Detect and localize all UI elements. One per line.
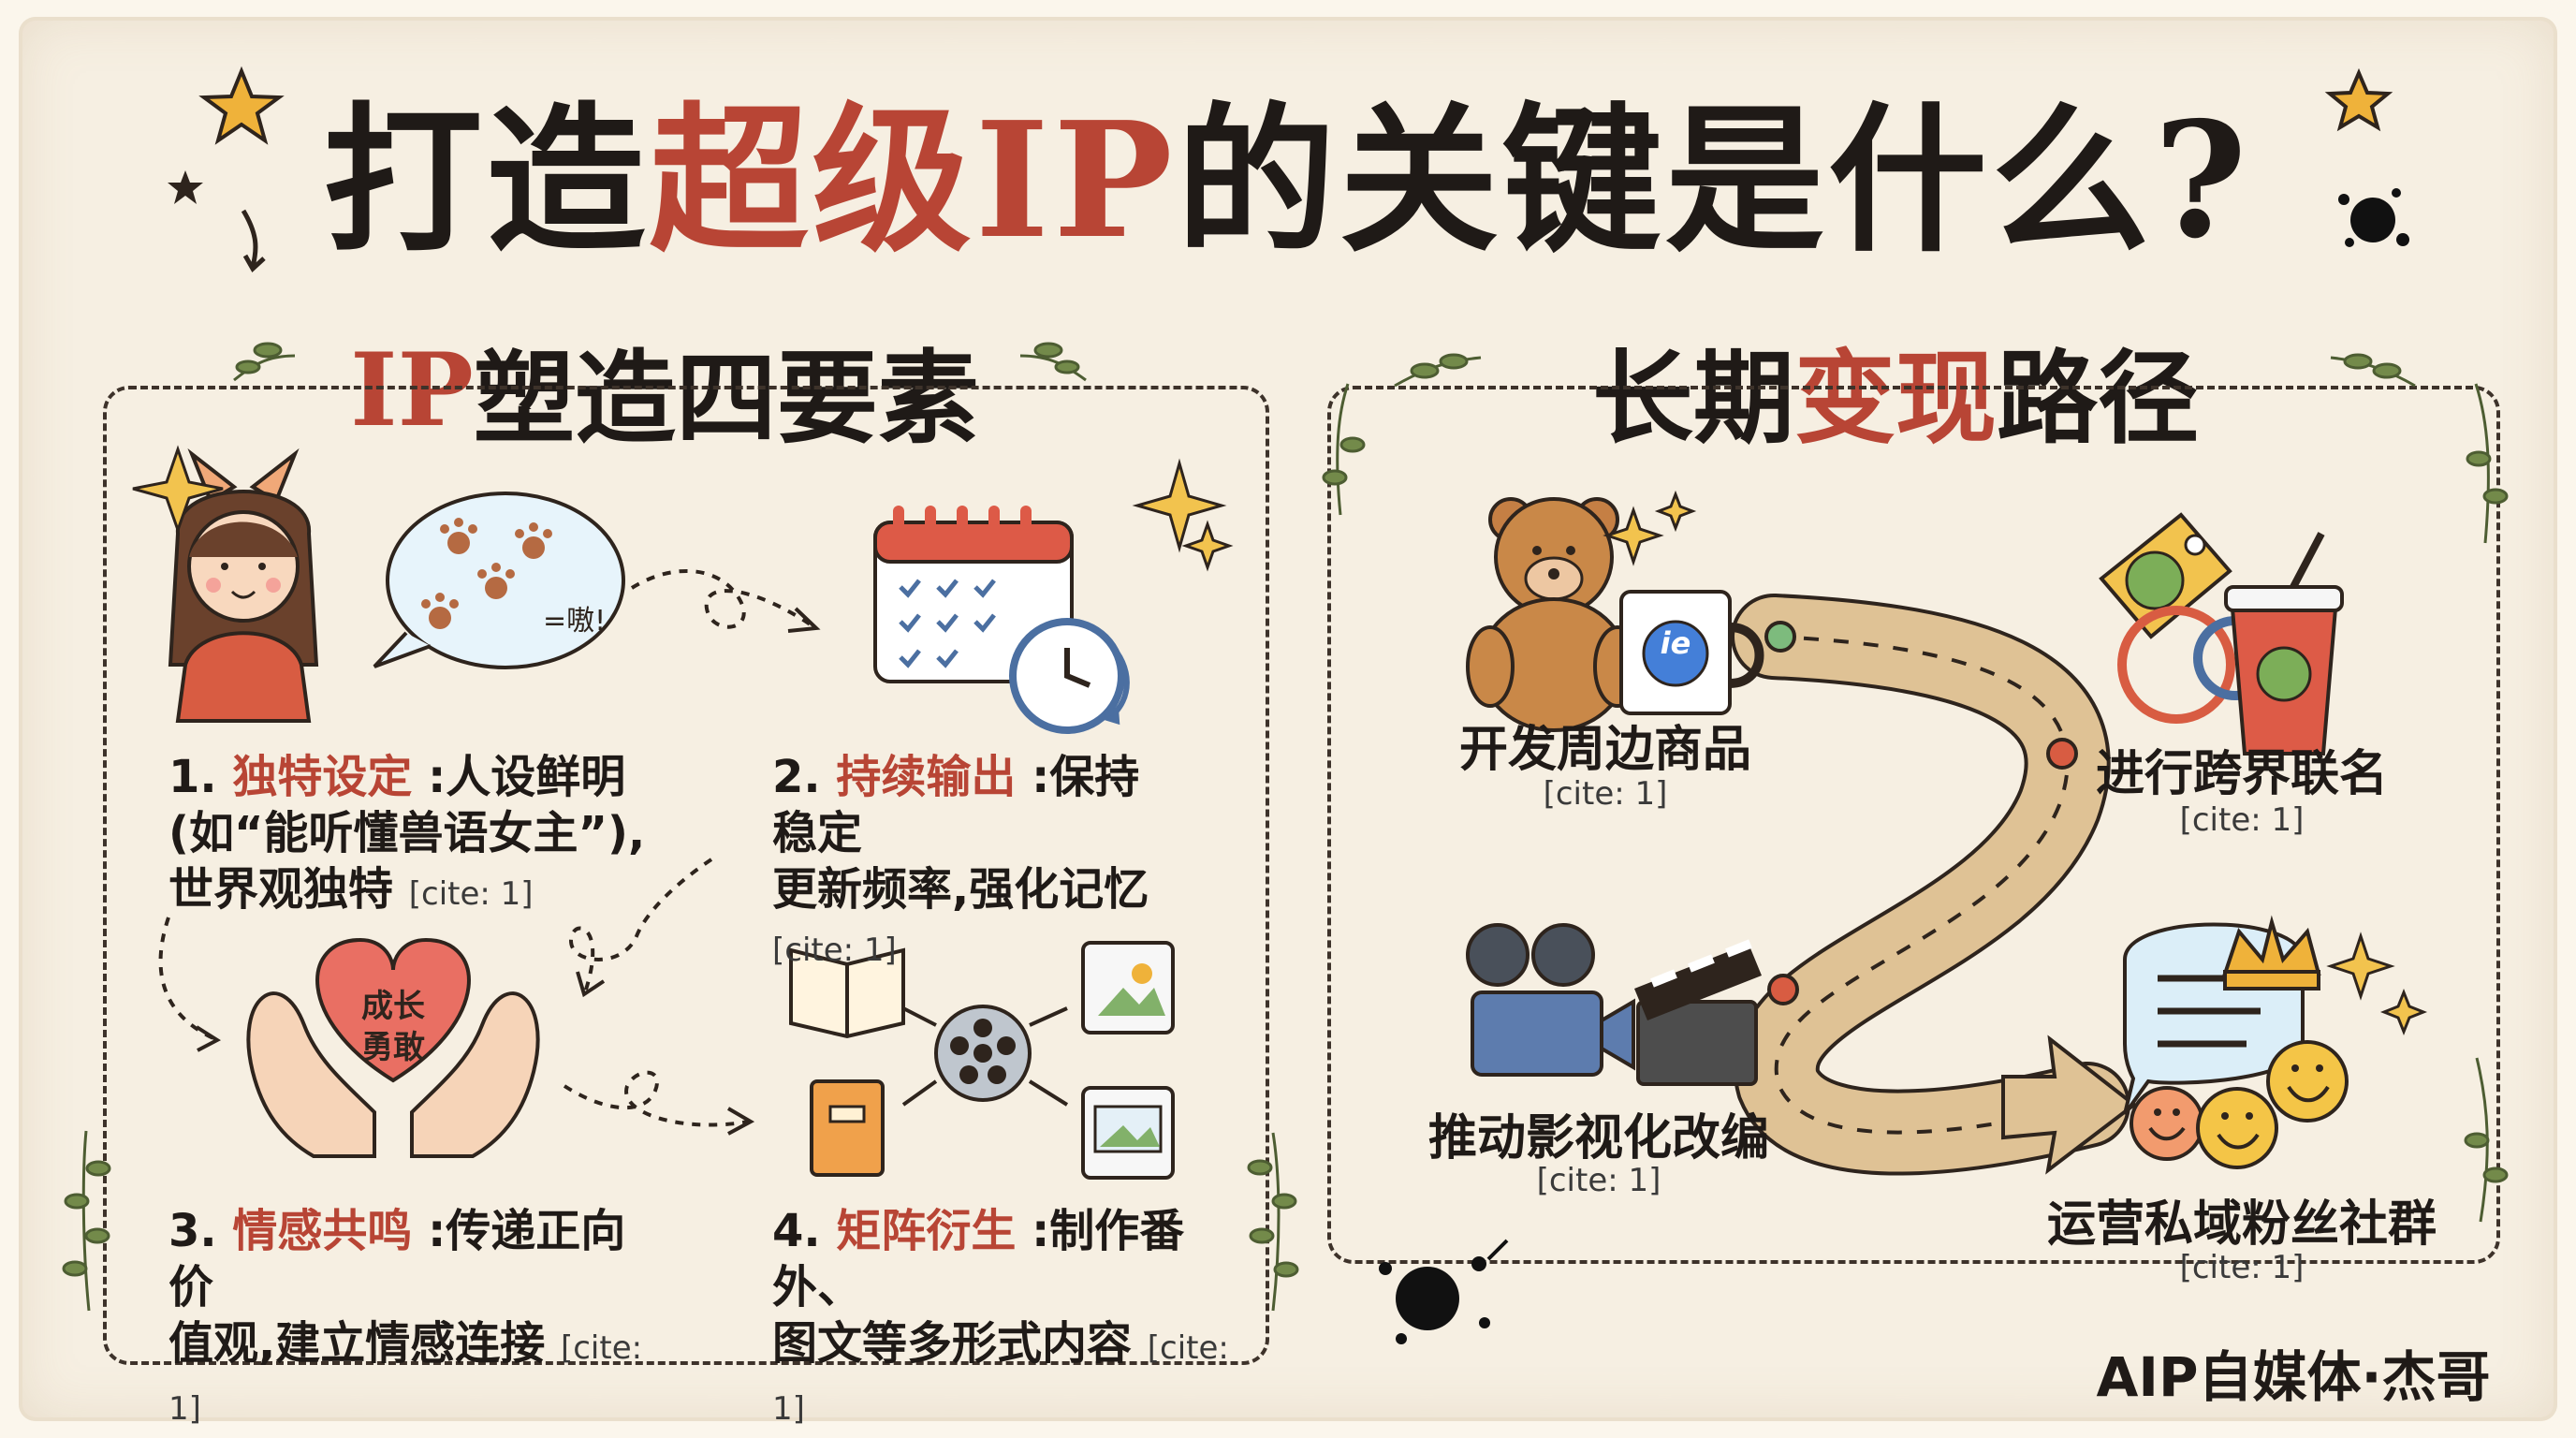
- item-2-cite: [cite: 1]: [772, 932, 897, 969]
- right-panel-title: 长期 变现 路径: [1545, 330, 2246, 458]
- item-3-text-2: 值观,建立情感连接: [168, 1317, 546, 1370]
- item-3-highlight: 情感共鸣: [232, 1205, 413, 1257]
- item-1-text-1: :人设鲜明: [428, 751, 626, 803]
- item-3-text-1: :传递正向价: [168, 1205, 626, 1313]
- item-4-highlight: 矩阵衍生: [836, 1205, 1017, 1257]
- branch-icon: [62, 1130, 1299, 1312]
- item-3-number: 3.: [168, 1205, 217, 1257]
- item-4-text-1: :制作番外、: [772, 1205, 1185, 1313]
- title-accent: 超级IP: [649, 87, 1177, 274]
- teddy-bear-icon: [1466, 497, 1642, 732]
- item-3-label: 3. 情感共鸣 :传递正向价 值观,建立情感连接 [cite: 1]: [168, 1203, 655, 1437]
- crown-icon: [2222, 915, 2321, 990]
- route-2-label: 进行跨界联名: [2095, 746, 2388, 802]
- mug-icon: [1619, 590, 1764, 715]
- heart-text-top: 成长: [361, 988, 425, 1025]
- right-title-prefix: 长期: [1591, 340, 1794, 458]
- flow-arrows: [158, 568, 816, 1127]
- image-icon: [1081, 1086, 1175, 1180]
- item-4-number: 4.: [772, 1205, 821, 1257]
- route-3-cite: [cite: 1]: [1536, 1162, 1661, 1199]
- matrix-arrows: [901, 1006, 1069, 1107]
- item-1-number: 1.: [168, 751, 217, 803]
- route-2-cite: [cite: 1]: [2179, 801, 2305, 839]
- emoji-icon: [2130, 1040, 2349, 1169]
- sparkle-icons: [1603, 490, 2428, 1036]
- clapperboard-icon: [1634, 939, 1762, 1086]
- paw-print-icon: [421, 518, 552, 629]
- star-icon: [2324, 67, 2393, 132]
- item-2-text-1: :保持稳定: [772, 751, 1140, 859]
- item-2-number: 2.: [772, 751, 821, 803]
- title-prefix: 打造: [323, 87, 650, 274]
- clock-icon: [1009, 618, 1130, 734]
- page-title: 打造 超级IP 的关键是什么?: [281, 73, 2293, 274]
- star-icon: [168, 170, 203, 204]
- item-4-text-2: 图文等多形式内容: [772, 1317, 1133, 1370]
- tag-icon: [2099, 512, 2232, 639]
- route-road-icon: [1731, 594, 2138, 1176]
- right-title-suffix: 路径: [1997, 340, 2200, 458]
- route-1-cite: [cite: 1]: [1543, 775, 1668, 813]
- ink-splash-icon: [2338, 188, 2409, 247]
- camera-icon: [1466, 923, 1635, 1077]
- item-2-text-2: 更新频率,强化记忆: [772, 863, 1149, 916]
- left-panel-frame: [103, 386, 1269, 1365]
- item-3-cite: [cite: 1]: [168, 1329, 643, 1428]
- item-4-label: 4. 矩阵衍生 :制作番外、 图文等多形式内容 [cite: 1]: [772, 1203, 1240, 1437]
- item-2-highlight: 持续输出: [836, 751, 1017, 803]
- title-suffix: 的关键是什么?: [1176, 87, 2251, 274]
- mug-logo-text: ie: [1661, 625, 1691, 661]
- book-icon: [810, 1079, 885, 1177]
- girl-character-icon: [168, 448, 319, 723]
- ink-splash-icon: [1379, 1239, 1509, 1344]
- item-1-text-3: 世界观独特: [168, 863, 394, 916]
- item-2-label: 2. 持续输出 :保持稳定 更新频率,强化记忆 [cite: 1]: [772, 749, 1184, 978]
- paper-background: [19, 17, 2557, 1421]
- item-1-highlight: 独特设定: [232, 751, 413, 803]
- left-title-prefix: IP: [350, 331, 474, 449]
- item-1-text-2: (如“能听懂兽语女主”),: [168, 807, 646, 859]
- sparkle-icons: [132, 445, 1234, 572]
- left-panel-title: IP 塑造四要素: [315, 330, 1015, 458]
- right-title-accent: 变现: [1793, 340, 1997, 458]
- hands-icon: [246, 991, 540, 1158]
- heart-icon: [315, 937, 471, 1083]
- item-1-label: 1. 独特设定 :人设鲜明 (如“能听懂兽语女主”), 世界观独特 [cite:…: [168, 749, 655, 922]
- route-1-label: 开发周边商品: [1458, 722, 1751, 778]
- left-title-main: 塑造四要素: [473, 340, 979, 458]
- route-4-label: 运营私域粉丝社群: [2046, 1196, 2437, 1253]
- image-icon: [1081, 941, 1175, 1034]
- route-4-cite: [cite: 1]: [2179, 1249, 2305, 1286]
- speech-bubble-icon: [373, 492, 625, 669]
- film-reel-icon: [934, 1005, 1032, 1102]
- author-badge: AIP自媒体·杰哥: [2059, 1329, 2527, 1416]
- cup-icon: [2224, 532, 2344, 756]
- right-panel-frame: [1327, 386, 2500, 1264]
- arrow-heads: [195, 607, 821, 1136]
- item-4-cite: [cite: 1]: [772, 1329, 1229, 1428]
- speech-bubble-text: =嗷!: [543, 605, 606, 638]
- arrow-icon: [241, 209, 266, 272]
- branch-icon: [1322, 353, 2509, 1223]
- heart-text-bottom: 勇敢: [361, 1029, 425, 1066]
- star-icon: [198, 66, 285, 145]
- route-3-label: 推动影视化改编: [1427, 1110, 1769, 1167]
- item-1-cite: [cite: 1]: [408, 875, 534, 913]
- book-icon: [789, 947, 905, 1039]
- branch-icon: [233, 342, 1087, 382]
